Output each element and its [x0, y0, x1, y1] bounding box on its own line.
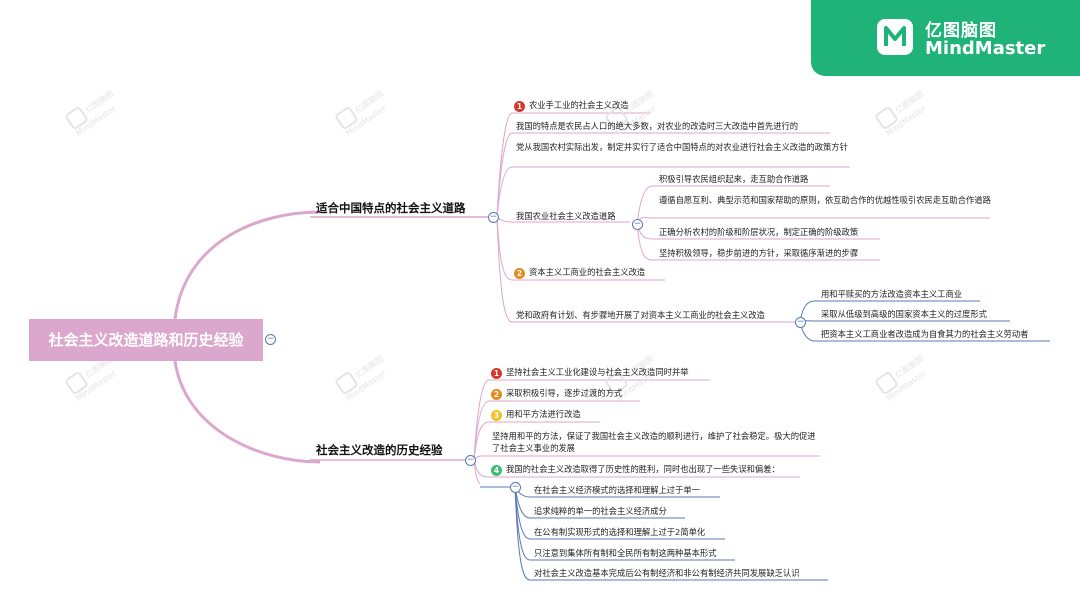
subtopic[interactable]: 党和政府有计划、有步骤地开展了对资本主义工商业的社会主义改造 [516, 310, 765, 320]
subtopic[interactable]: 我国的特点是农民占人口的绝大多数，对农业的改造时三大改造中首先进行的 [516, 121, 799, 131]
collapse-toggle-icon[interactable]: − [795, 317, 806, 328]
collapse-toggle-icon[interactable]: − [632, 219, 643, 230]
leaf-topic[interactable]: 正确分析农村的阶级和阶层状况，制定正确的阶级政策 [659, 227, 859, 237]
number-badge-icon: 2 [491, 389, 502, 400]
leaf-topic[interactable]: 积极引导农民组织起来，走互助合作道路 [659, 174, 809, 184]
collapse-toggle-icon[interactable]: − [510, 482, 521, 493]
leaf-topic[interactable]: 把资本主义工商业者改造成为自食其力的社会主义劳动者 [821, 329, 1029, 339]
collapse-toggle-icon[interactable]: − [265, 334, 276, 345]
leaf-topic[interactable]: 用和平赎买的方法改造资本主义工商业 [821, 289, 963, 299]
number-badge-icon: 1 [514, 101, 525, 112]
subtopic[interactable]: 党从我国农村实际出发，制定并实行了适合中国特点的对农业进行社会主义改造的政策方针 [516, 142, 848, 152]
collapse-toggle-icon[interactable]: − [465, 455, 476, 466]
number-badge-icon: 2 [514, 268, 525, 279]
subtopic[interactable]: 我国农业社会主义改造道路 [516, 211, 616, 221]
subtopic[interactable]: 坚持用和平的方法，保证了我国社会主义改造的顺利进行，维护了社会稳定。极大的促进了… [492, 431, 816, 453]
number-badge-icon: 4 [491, 465, 502, 476]
branch-topic[interactable]: 社会主义改造的历史经验 [316, 443, 443, 457]
number-badge-icon: 3 [491, 410, 502, 421]
root-topic[interactable]: 社会主义改造道路和历史经验 [29, 319, 263, 361]
leaf-topic[interactable]: 追求纯粹的单一的社会主义经济成分 [534, 506, 667, 516]
brand-badge: 亿图脑图 MindMaster [811, 0, 1080, 76]
brand-name-en: MindMaster [925, 38, 1046, 59]
branch-topic[interactable]: 适合中国特点的社会主义道路 [316, 201, 466, 215]
leaf-topic[interactable]: 遵循自愿互利、典型示范和国家帮助的原则，依互助合作的优越性吸引农民走互助合作道路 [659, 195, 991, 205]
brand-name-cn: 亿图脑图 [925, 21, 997, 41]
number-badge-icon: 1 [491, 368, 502, 379]
leaf-topic[interactable]: 坚持积极领导，稳步前进的方针，采取循序渐进的步骤 [659, 248, 859, 258]
leaf-topic[interactable]: 对社会主义改造基本完成后公有制经济和非公有制经济共同发展缺乏认识 [534, 568, 800, 578]
leaf-topic[interactable]: 在社会主义经济模式的选择和理解上过于单一 [534, 485, 700, 495]
collapse-toggle-icon[interactable]: − [488, 212, 499, 223]
leaf-topic[interactable]: 采取从低级到高级的国家资本主义的过度形式 [821, 309, 987, 319]
leaf-topic[interactable]: 只注意到集体所有制和全民所有制这两种基本形式 [534, 548, 717, 558]
leaf-topic[interactable]: 在公有制实现形式的选择和理解上过于2简单化 [534, 527, 706, 537]
mindmaster-logo-icon [877, 19, 913, 55]
